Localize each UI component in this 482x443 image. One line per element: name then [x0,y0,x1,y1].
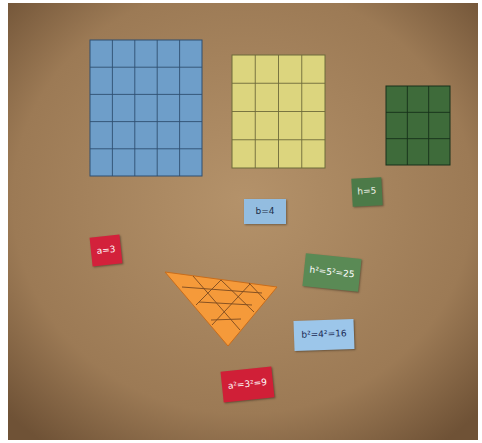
card-label: h²=5²=25 [309,265,355,280]
card-label: a²=3²=9 [227,378,267,392]
yellow-square-grid [232,55,325,168]
orange-triangle [165,272,277,346]
card-label: a=3 [96,245,116,257]
green-card: h=5 [351,177,382,207]
red-formula-card: a²=3²=9 [221,366,275,402]
green-formula-card: h²=5²=25 [302,253,361,292]
card-label: h=5 [357,187,376,198]
green-square-grid [386,86,450,165]
red-card: a=3 [90,235,123,267]
board [8,3,478,440]
blue-card: b=4 [244,199,286,224]
blue-formula-card: b²=4²=16 [293,319,354,351]
card-label: b=4 [256,207,275,217]
blue-square-grid [90,40,202,176]
card-label: b²=4²=16 [301,329,347,340]
